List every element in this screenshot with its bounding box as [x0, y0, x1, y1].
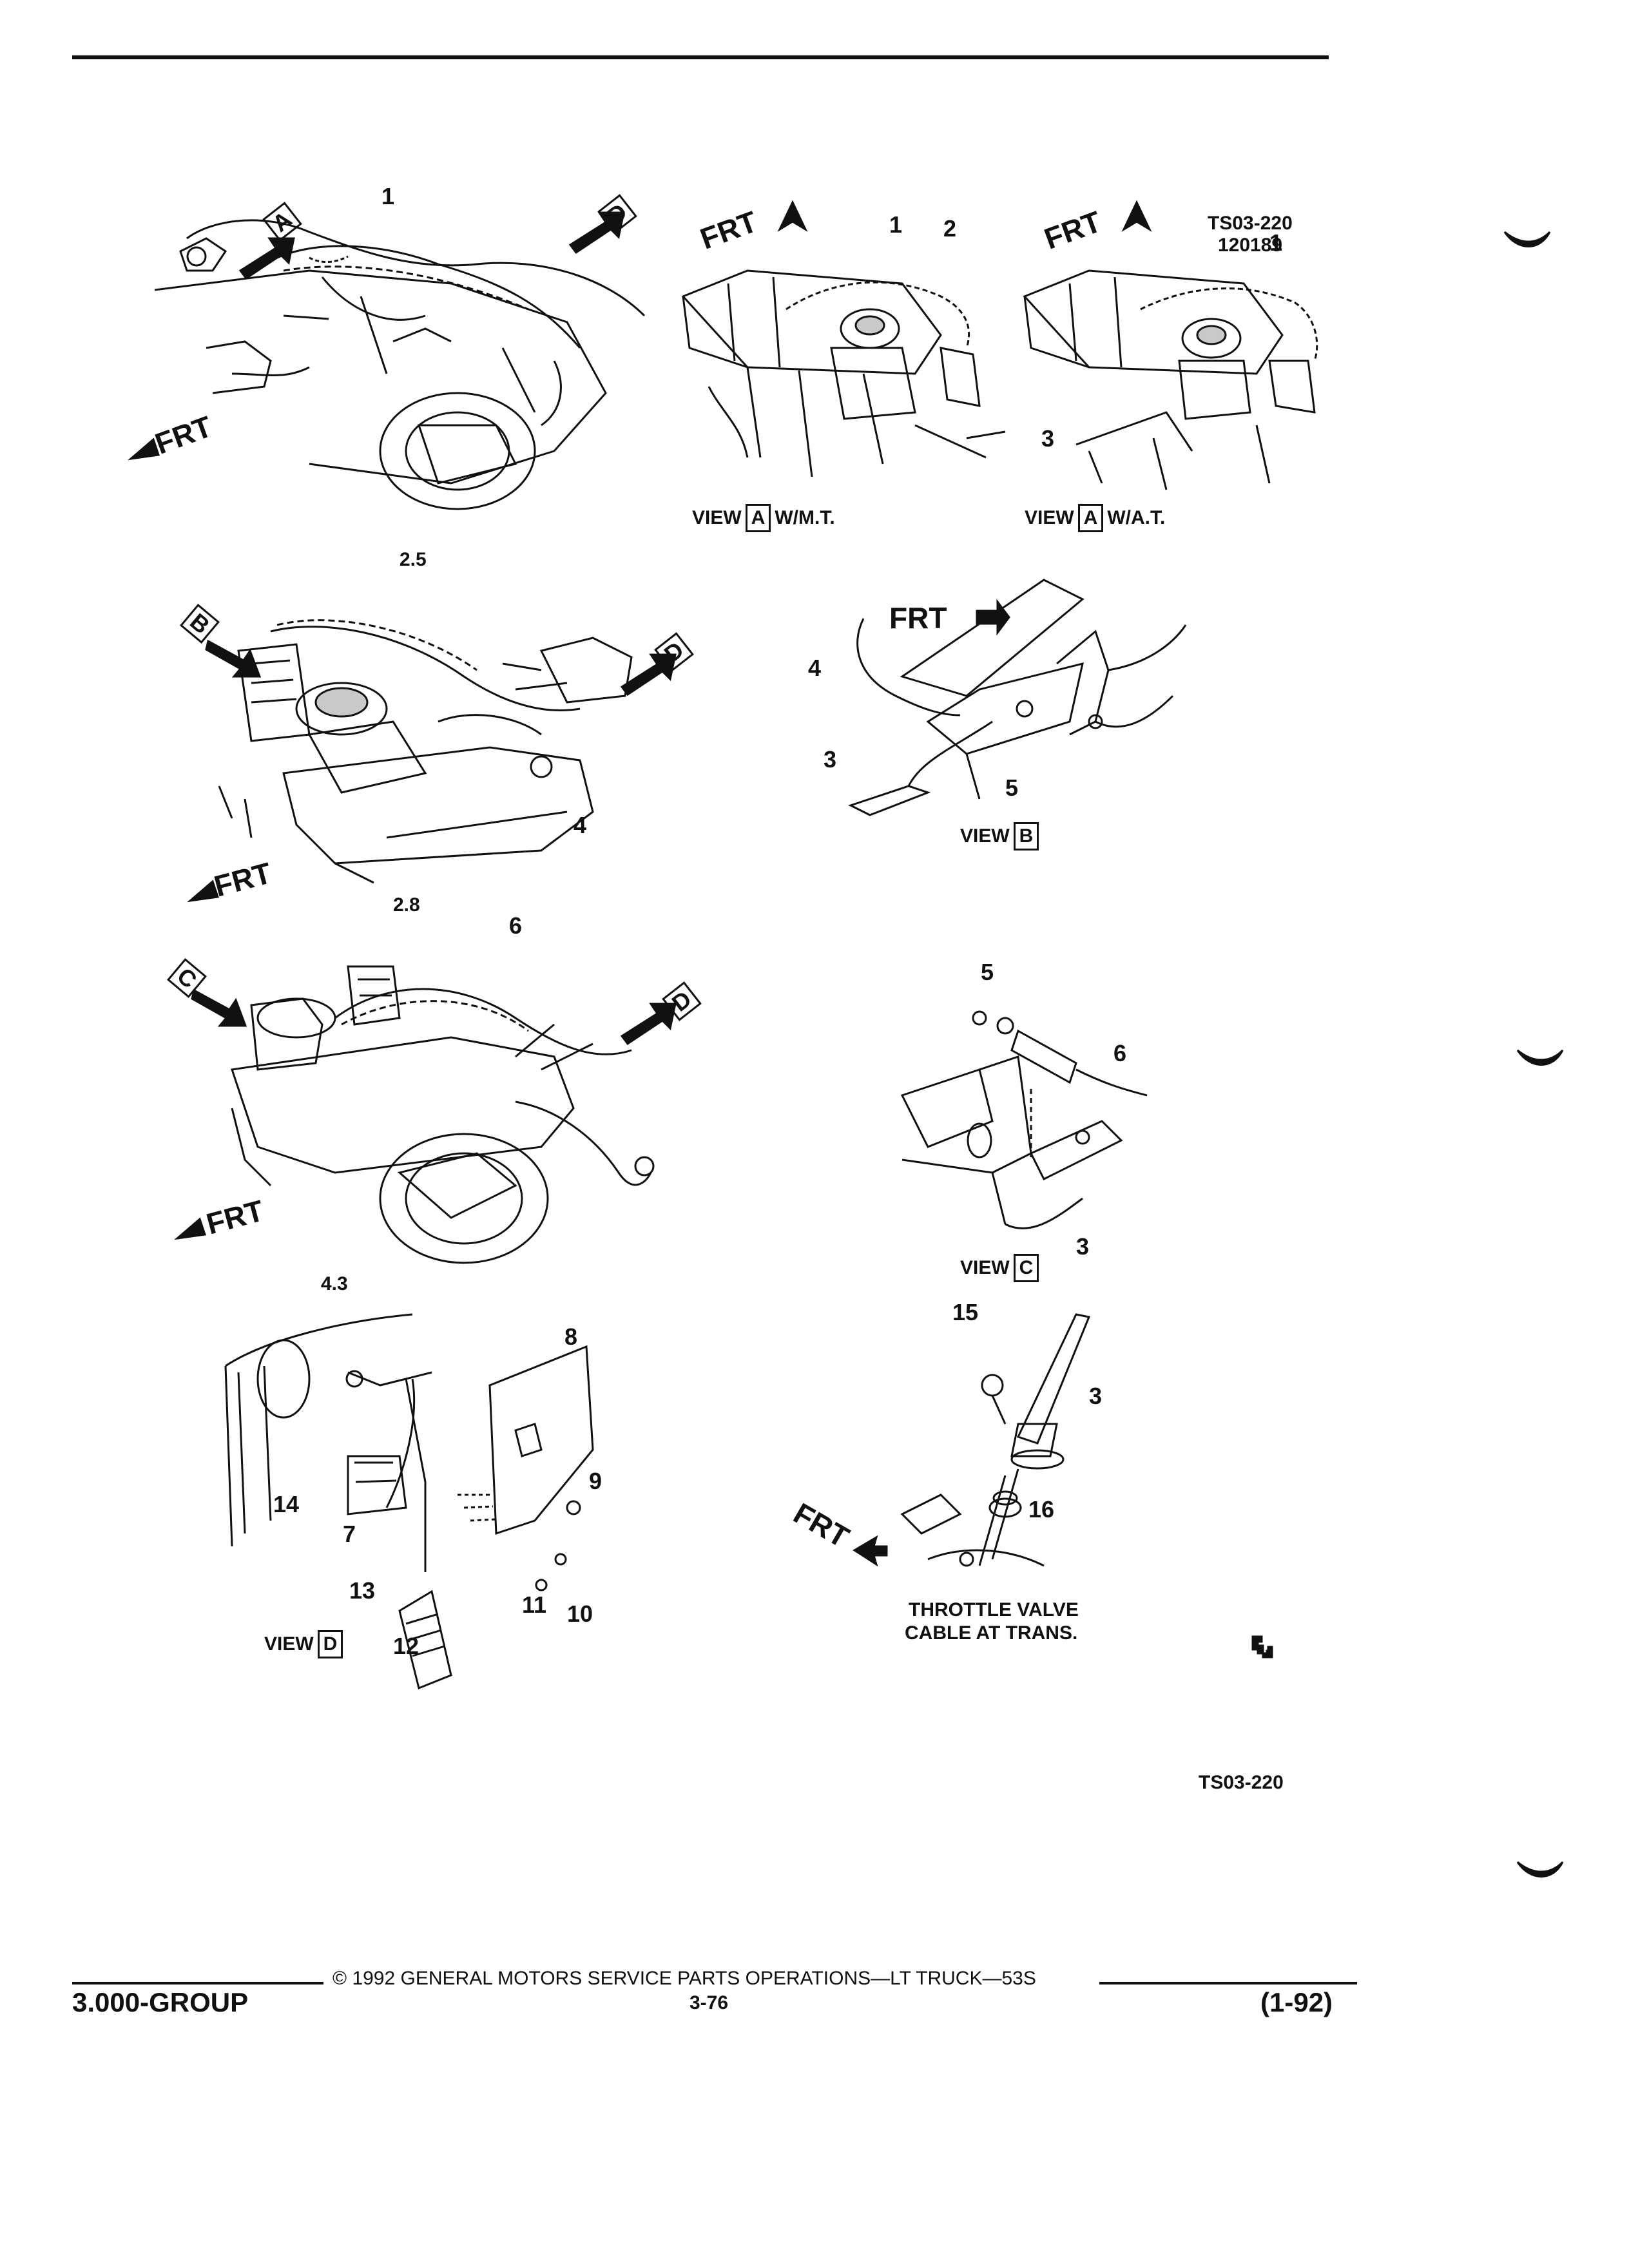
binding-mark-icon	[1503, 231, 1551, 247]
view-d-pointer-arrow-icon	[620, 653, 677, 697]
callout-6: 6	[509, 912, 523, 939]
view-word: VIEW	[264, 1633, 314, 1655]
engine-label-2-8: 2.8	[393, 894, 420, 916]
engine-4-3-illustration	[231, 965, 655, 1264]
view-letter-a: A	[1077, 504, 1104, 532]
binding-mark-icon	[1516, 1049, 1564, 1066]
callout-9: 9	[589, 1468, 602, 1494]
frt-arrow-icon	[976, 599, 1010, 636]
view-letter-d: D	[317, 1630, 343, 1658]
view-a-pointer-arrow-icon	[238, 237, 295, 280]
view-d-pedal-illustration	[224, 1313, 594, 1690]
callout-12: 12	[393, 1633, 419, 1659]
callout-3: 3	[1076, 1233, 1090, 1260]
frt-arrow-icon	[174, 1217, 206, 1240]
frt-arrow-icon	[1121, 200, 1152, 232]
callout-4: 4	[808, 655, 822, 681]
date-code: 120189	[1218, 235, 1283, 256]
trans-caption-line1: THROTTLE VALVE	[909, 1599, 1079, 1620]
engine-label-4-3: 4.3	[321, 1273, 348, 1294]
copyright-line: © 1992 GENERAL MOTORS SERVICE PARTS OPER…	[333, 1968, 1036, 1989]
callout-2: 2	[943, 215, 957, 242]
callout-10: 10	[567, 1600, 593, 1627]
header-rule	[72, 55, 1329, 59]
callout-4: 4	[574, 812, 587, 838]
callout-11: 11	[522, 1591, 547, 1618]
view-word: VIEW	[1025, 507, 1074, 528]
frt-arrow-icon	[128, 437, 160, 461]
engine-label-2-5: 2.5	[400, 549, 427, 570]
frt-marker: FRT	[889, 601, 947, 635]
group-label: 3.000-GROUP	[72, 1987, 249, 2017]
view-letter-b: B	[1013, 822, 1039, 850]
view-c-pointer-arrow-icon	[191, 988, 247, 1027]
view-letter-a: A	[745, 504, 771, 532]
engine-2-5-illustration	[154, 219, 646, 510]
callout-3: 3	[1089, 1383, 1103, 1409]
view-a-manual-illustration	[681, 269, 1006, 477]
footer-doc-code: TS03-220	[1199, 1772, 1284, 1793]
callout-3: 3	[824, 746, 837, 773]
view-a-at-suffix: W/A.T.	[1107, 507, 1166, 528]
view-d-pointer-arrow-icon	[620, 1003, 677, 1046]
view-word: VIEW	[960, 825, 1010, 847]
throttle-valve-cable-illustration	[900, 1313, 1091, 1567]
footer-rule-left	[72, 1982, 323, 1984]
callout-5: 5	[981, 959, 994, 985]
frt-marker: FRT	[787, 1496, 855, 1554]
callout-7: 7	[343, 1521, 356, 1547]
callout-13: 13	[349, 1577, 376, 1604]
callout-1: 1	[1269, 229, 1283, 256]
view-word: VIEW	[692, 507, 742, 528]
view-b-pointer-arrow-icon	[205, 639, 262, 678]
callout-1: 1	[381, 183, 395, 209]
callout-16: 16	[1028, 1496, 1055, 1523]
callout-1: 1	[889, 211, 903, 238]
footer-rule-right	[1099, 1982, 1357, 1984]
view-a-mt-suffix: W/M.T.	[775, 507, 835, 528]
view-c-illustration	[900, 1010, 1148, 1229]
callout-8: 8	[564, 1323, 578, 1350]
callout-5: 5	[1005, 774, 1019, 801]
frt-arrow-icon	[853, 1535, 888, 1567]
view-word: VIEW	[960, 1257, 1010, 1278]
binding-mark-icon	[1516, 1861, 1564, 1878]
callout-3: 3	[1041, 425, 1055, 452]
callout-15: 15	[952, 1299, 979, 1325]
callout-14: 14	[273, 1491, 300, 1517]
view-a-automatic-illustration	[1023, 269, 1318, 490]
publisher-logo-icon	[1251, 1635, 1273, 1658]
callout-6: 6	[1113, 1040, 1127, 1066]
view-d-pointer-arrow-icon	[568, 211, 625, 255]
engine-2-8-illustration	[218, 619, 633, 884]
view-letter-c: C	[1013, 1254, 1039, 1282]
frt-arrow-icon	[777, 200, 808, 232]
page-number: 3-76	[689, 1992, 729, 2013]
doc-code: TS03-220	[1208, 213, 1293, 234]
frt-arrow-icon	[187, 879, 219, 903]
trans-caption-line2: CABLE AT TRANS.	[905, 1622, 1078, 1644]
revision-label: (1-92)	[1260, 1987, 1333, 2017]
